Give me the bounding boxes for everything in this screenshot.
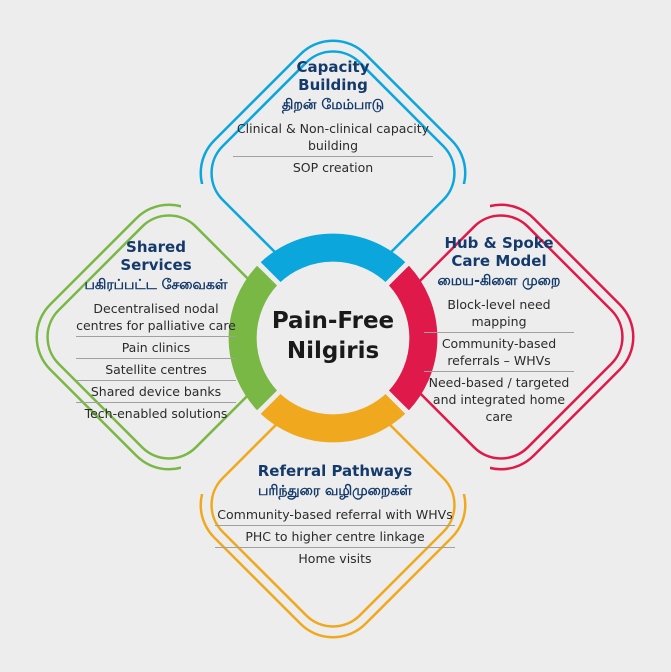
- capacity-building-block: Capacity Building திறன் மேம்பாடு Clinica…: [228, 58, 438, 178]
- shared-diamond-inner: [46, 214, 292, 460]
- hub-item: Block-level need mapping: [447, 297, 551, 329]
- referral-diamond-outer: [199, 494, 467, 639]
- shared-item: Decentralised nodal centres for palliati…: [76, 301, 236, 333]
- hub-spoke-block: Hub & Spoke Care Model மைய-கிளை முறை Blo…: [424, 234, 574, 427]
- referral-pathways-block: Referral Pathways பரிந்துரை வழிமுறைகள் C…: [200, 462, 470, 569]
- shared-item: Pain clinics: [76, 336, 236, 358]
- referral-title-tamil: பரிந்துரை வழிமுறைகள்: [257, 483, 413, 499]
- referral-title: Referral Pathways: [257, 462, 413, 480]
- hub-items: Block-level need mapping Community-based…: [424, 294, 574, 427]
- shared-item: Tech-enabled solutions: [76, 402, 236, 424]
- shared-item: Satellite centres: [76, 358, 236, 380]
- shared-title-line1: Shared: [126, 238, 186, 256]
- hub-title-tamil: மைய-கிளை முறை: [437, 273, 561, 289]
- hub-item: Need-based / targeted and integrated hom…: [424, 371, 574, 427]
- ring-segment-capacity: [259, 233, 407, 284]
- shared-services-block: Shared Services பகிரப்பட்ட சேவைகள் Decen…: [72, 238, 240, 424]
- referral-item: PHC to higher centre linkage: [215, 525, 455, 547]
- shared-title-line2: Services: [120, 256, 192, 274]
- capacity-item: SOP creation: [233, 156, 433, 178]
- ring-segment-shared: [228, 265, 278, 411]
- center-title-line2: Nilgiris: [286, 338, 380, 364]
- referral-item: Community-based referral with WHVs: [217, 507, 453, 522]
- capacity-diamond-inner: [210, 50, 456, 296]
- shared-title-tamil: பகிரப்பட்ட சேவைகள்: [84, 277, 228, 293]
- shared-diamond-outer: [35, 203, 181, 471]
- hub-diamond-outer: [490, 203, 635, 471]
- center-title-line1: Pain-Free: [271, 308, 395, 334]
- referral-items: Community-based referral with WHVs PHC t…: [215, 504, 455, 569]
- hub-item: Community-based referrals – WHVs: [424, 332, 574, 371]
- ring-segment-referral: [259, 392, 407, 443]
- shared-items: Decentralised nodal centres for palliati…: [76, 298, 236, 424]
- shared-item: Shared device banks: [76, 380, 236, 402]
- hub-title-line1: Hub & Spoke: [444, 234, 554, 252]
- ring-segment-hub: [388, 265, 438, 411]
- referral-item: Home visits: [215, 547, 455, 569]
- capacity-items: Clinical & Non-clinical capacity buildin…: [233, 118, 433, 178]
- capacity-item: Clinical & Non-clinical capacity buildin…: [236, 121, 430, 153]
- center-title: Pain-Free Nilgiris: [253, 306, 413, 366]
- capacity-diamond-outer: [199, 39, 467, 184]
- hub-diamond-inner: [378, 214, 624, 460]
- capacity-title-tamil: திறன் மேம்பாடு: [281, 97, 385, 113]
- referral-diamond-inner: [210, 382, 456, 628]
- hub-title-line2: Care Model: [451, 252, 547, 270]
- capacity-title-line1: Capacity: [296, 58, 370, 76]
- capacity-title-line2: Building: [298, 76, 368, 94]
